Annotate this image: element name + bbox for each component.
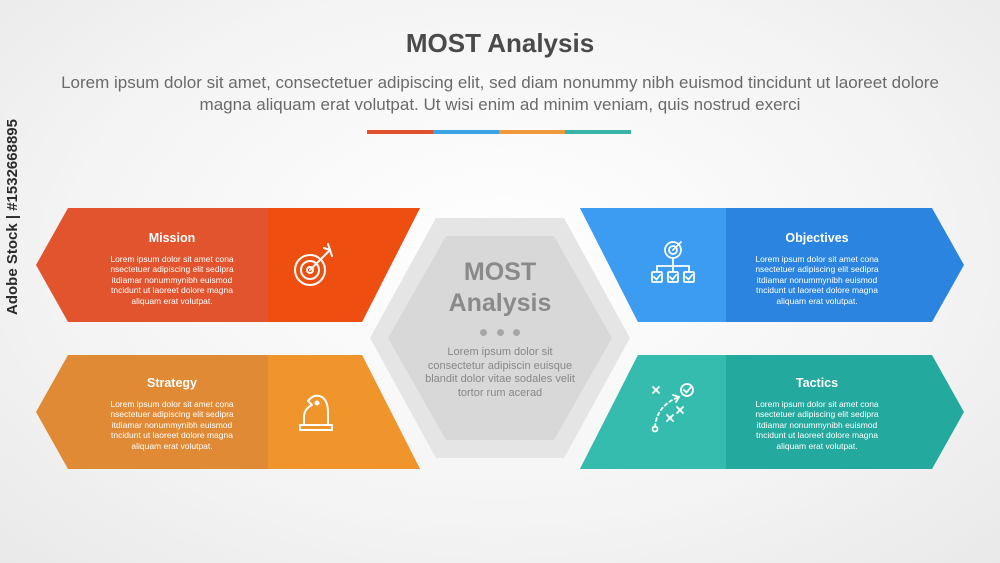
objectives-panel: Objectives Lorem ipsum dolor sit amet co… xyxy=(742,231,892,306)
center-hexagon-inner xyxy=(388,236,612,440)
divider-segment-3 xyxy=(499,130,565,134)
watermark-text: Adobe Stock | #1532668895 xyxy=(4,119,21,315)
mission-panel: Mission Lorem ipsum dolor sit amet cona … xyxy=(97,231,247,306)
tactics-panel: Tactics Lorem ipsum dolor sit amet cona … xyxy=(742,376,892,451)
goal-hierarchy-icon xyxy=(643,236,703,296)
strategy-title: Strategy xyxy=(146,376,198,390)
center-body: Lorem ipsum dolor sit consectetur adipis… xyxy=(425,346,575,399)
divider-segment-1 xyxy=(367,130,433,134)
title-divider xyxy=(367,130,631,134)
tactics-title: Tactics xyxy=(795,376,839,390)
strategy-body: Lorem ipsum dolor sit amet cona nsectetu… xyxy=(110,399,234,451)
play-tactics-icon xyxy=(643,381,703,441)
center-title-line2: Analysis xyxy=(448,289,552,317)
center-dot xyxy=(496,329,504,336)
divider-segment-2 xyxy=(433,130,499,134)
mission-title: Mission xyxy=(148,231,196,245)
tactics-body: Lorem ipsum dolor sit amet cona nsectetu… xyxy=(755,399,879,451)
tactics-icon-band xyxy=(580,355,726,469)
page-title: MOST Analysis xyxy=(405,28,595,58)
strategy-panel: Strategy Lorem ipsum dolor sit amet cona… xyxy=(97,376,247,451)
center-dot xyxy=(513,329,520,336)
center-dot xyxy=(480,329,487,336)
mission-body: Lorem ipsum dolor sit amet cona nsectetu… xyxy=(110,254,234,306)
objectives-body: Lorem ipsum dolor sit amet cona nsectetu… xyxy=(755,254,879,306)
objectives-title: Objectives xyxy=(785,231,849,245)
page-subtitle: Lorem ipsum dolor sit amet, consectetuer… xyxy=(61,73,939,114)
mission-icon-band xyxy=(268,208,420,322)
chess-knight-icon xyxy=(284,381,344,441)
center-dots xyxy=(480,329,520,337)
objectives-icon-band xyxy=(580,208,726,322)
target-arrow-icon xyxy=(284,236,344,296)
divider-segment-4 xyxy=(565,130,631,134)
center-title-line1: MOST xyxy=(463,258,537,286)
strategy-icon-band xyxy=(268,355,420,469)
center-title: MOST Analysis xyxy=(400,257,600,319)
